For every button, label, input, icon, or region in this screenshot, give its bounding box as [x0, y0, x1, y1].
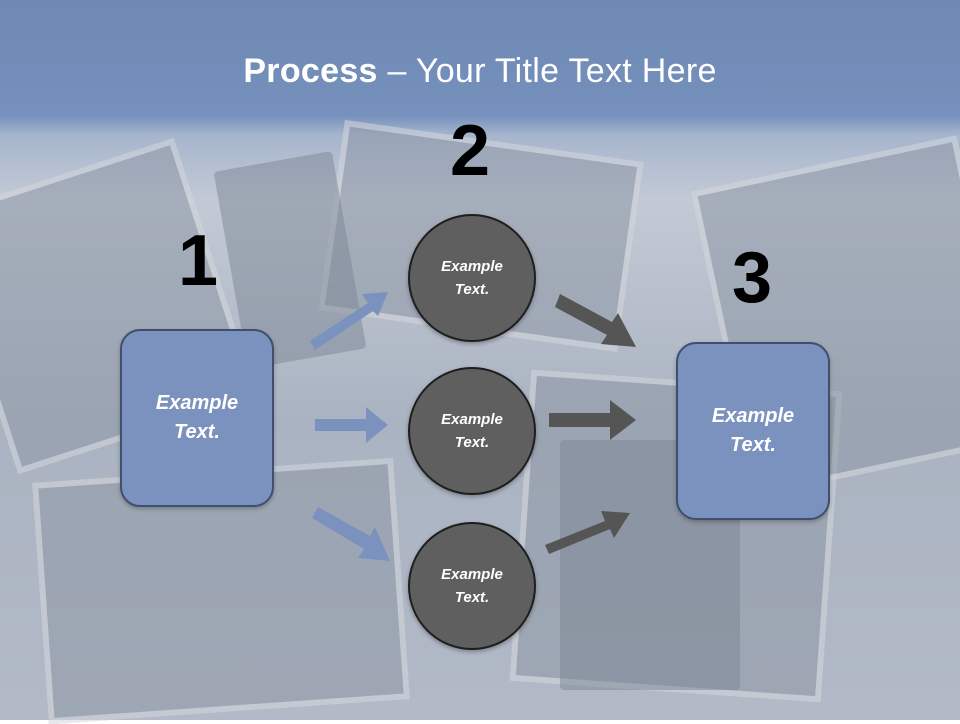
- circle-label: Example Text.: [441, 411, 503, 451]
- title-rest: – Your Title Text Here: [377, 52, 717, 90]
- arrow-gray-up: [545, 511, 630, 554]
- arrow-blue-up: [310, 292, 388, 350]
- arrow-gray-right: [549, 400, 636, 440]
- page-title: Process – Your Title Text Here: [0, 52, 960, 91]
- step-number-1: 1: [178, 221, 219, 301]
- right-box-label: Example Text.: [711, 405, 795, 456]
- arrow-blue-right: [315, 407, 388, 443]
- circle-middle: Example Text.: [408, 367, 536, 495]
- circle-bottom: Example Text.: [408, 522, 536, 650]
- right-box: Example Text.: [676, 342, 830, 520]
- left-box: Example Text.: [120, 329, 274, 507]
- step-number-3: 3: [732, 238, 773, 318]
- circle-label: Example Text.: [441, 566, 503, 606]
- arrow-blue-down: [312, 507, 390, 561]
- step-number-2: 2: [450, 111, 491, 191]
- arrow-gray-down: [555, 294, 636, 347]
- circle-label: Example Text.: [441, 258, 503, 298]
- title-bold: Process: [243, 52, 378, 90]
- circle-top: Example Text.: [408, 214, 536, 342]
- left-box-label: Example Text.: [155, 392, 239, 443]
